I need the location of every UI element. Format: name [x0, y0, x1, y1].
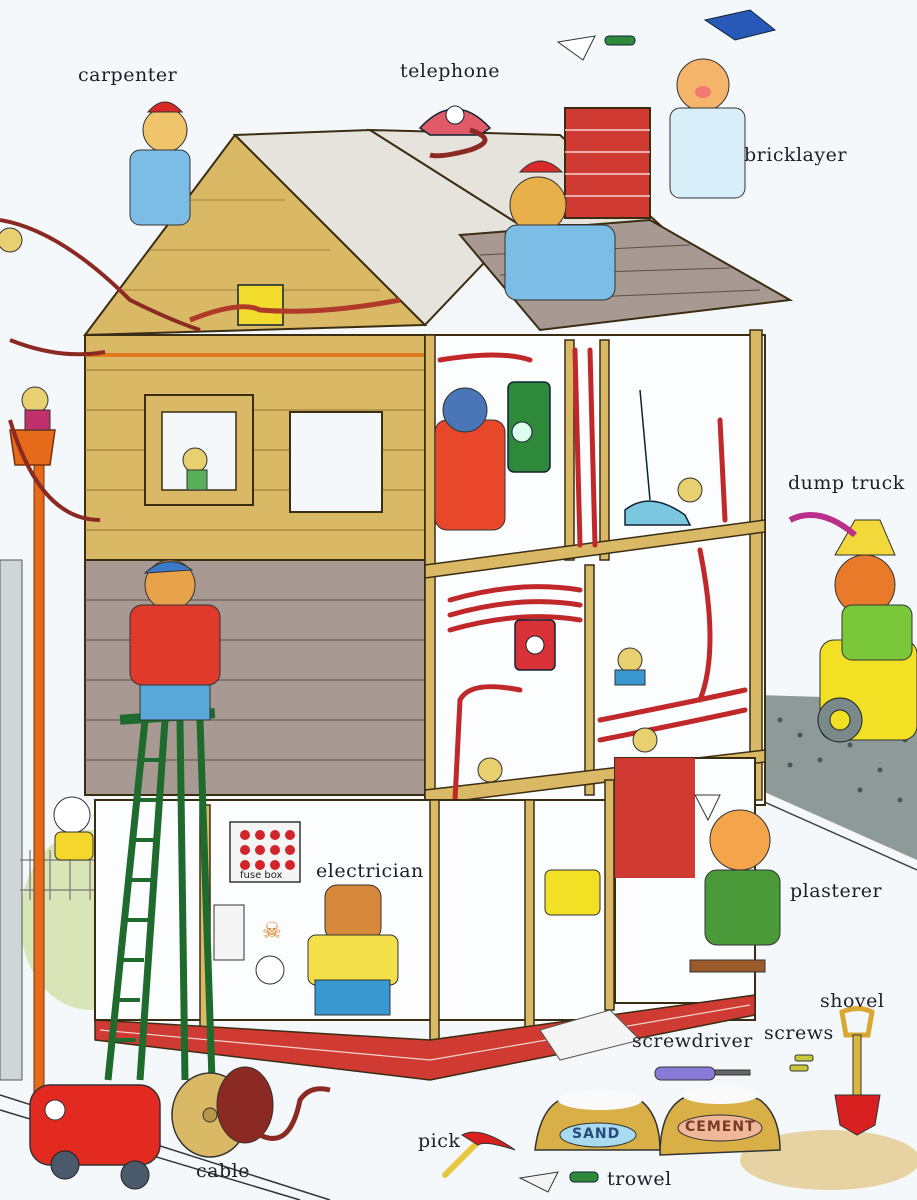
- electric-company-truck: [29, 1084, 161, 1190]
- window-right: [289, 411, 383, 513]
- label-trowel: trowel: [607, 1168, 672, 1190]
- bricklayer-character: [669, 9, 777, 199]
- roofer-character: [504, 160, 616, 301]
- bucket-lift-boom: [33, 459, 45, 1101]
- green-ladder: [104, 719, 216, 1081]
- carpenter-character: [129, 101, 191, 226]
- fuse-box-sign: fuse box: [240, 870, 283, 881]
- mouse-lower-right: [632, 727, 658, 753]
- skull-crossbones-icon: ☠: [262, 919, 282, 944]
- switch-panel: [213, 904, 245, 961]
- electrician-character: [307, 884, 399, 1016]
- sawhorse: [689, 959, 766, 973]
- sand-sack-label: SAND: [572, 1126, 621, 1142]
- label-dump-truck: dump truck: [788, 472, 905, 494]
- brick-wall: [615, 758, 695, 878]
- phone-worker-character: [434, 387, 506, 531]
- label-cable: cable: [196, 1160, 250, 1182]
- front-steps: [539, 1009, 641, 1061]
- mouse-in-bucket: [21, 386, 51, 431]
- label-electrician: electrician: [316, 860, 424, 882]
- mouse-on-wire-middle: [614, 647, 646, 686]
- mouse-on-wire: [0, 227, 23, 253]
- electric-meter: [255, 955, 285, 985]
- label-telephone: telephone: [400, 60, 501, 82]
- yellow-phone: [544, 869, 601, 916]
- flying-trowel: [556, 35, 636, 61]
- dump-truck: [788, 512, 917, 743]
- screws-item: [789, 1054, 814, 1072]
- mouse-upper-right: [677, 477, 703, 503]
- mouse-lower-middle: [477, 757, 503, 783]
- mouse-in-window: [182, 447, 208, 491]
- cable-spool: [171, 1066, 331, 1158]
- shovel-tool: [834, 1006, 881, 1136]
- pick-tool: [442, 1131, 516, 1178]
- chimney: [564, 107, 651, 219]
- label-carpenter: carpenter: [78, 64, 178, 86]
- sand-sack: [534, 1090, 661, 1151]
- label-shovel: shovel: [820, 990, 885, 1012]
- utility-pole: [0, 559, 23, 1081]
- graduation-cap-icon: [703, 9, 777, 41]
- plaster-trowel: [694, 794, 721, 822]
- candlestick-phone: [624, 389, 692, 526]
- label-screws: screws: [764, 1022, 834, 1044]
- label-bricklayer: bricklayer: [744, 144, 847, 166]
- label-screwdriver: screwdriver: [632, 1030, 753, 1052]
- trowel-tool: [518, 1171, 599, 1193]
- brick-foundation: [94, 994, 756, 1081]
- label-pick: pick: [418, 1130, 461, 1152]
- lightbulb-icon: [44, 1099, 66, 1121]
- dirt-pile: [740, 1130, 917, 1190]
- screwdriver-tool: [654, 1066, 751, 1081]
- cement-sack: [659, 1086, 781, 1156]
- cement-sack-label: CEMENT: [685, 1119, 756, 1135]
- plasterer-character: [689, 794, 781, 973]
- cat-character: [53, 796, 94, 861]
- siding-worker-character: [129, 559, 221, 721]
- label-plasterer: plasterer: [790, 880, 883, 902]
